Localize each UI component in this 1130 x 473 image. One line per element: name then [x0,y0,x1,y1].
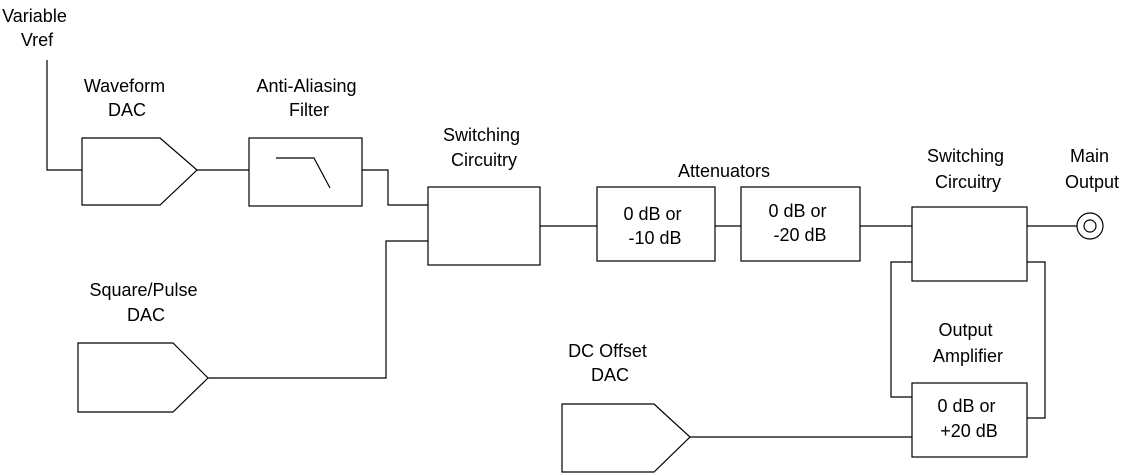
output-amplifier-label-line-2: Amplifier [933,346,1003,366]
variable-vref-label-line-1: Variable [2,6,67,26]
anti-aliasing-filter-block [248,137,363,207]
attenuator-2-block [740,186,861,262]
wire-vref-to-waveform-dac [46,60,82,171]
variable-vref-label: Variable Vref [2,6,72,50]
attenuator-1-label-line-1: 0 dB or [623,204,681,224]
wire-switching-2-to-amplifier-input [890,261,912,398]
output-amplifier-gain-label: 0 dB or +20 dB [937,396,1000,441]
switching-circuitry-1-block [427,186,541,266]
anti-aliasing-filter-label: Anti-Aliasing Filter [256,76,361,120]
dc-offset-dac-symbol [561,403,691,473]
main-output-label: Main Output [1065,146,1119,192]
square-pulse-dac-label-line-2: DAC [127,305,165,325]
attenuator-2-label: 0 dB or -20 dB [768,201,831,245]
dc-offset-dac-label-line-1: DC Offset [568,341,647,361]
wire-square-dac-to-switching-1 [208,240,428,379]
attenuators-title: Attenuators [678,161,770,181]
attenuator-1-label: 0 dB or -10 dB [623,204,686,248]
lowpass-filter-icon [276,157,331,189]
output-amplifier-gain-label-line-1: 0 dB or [937,396,995,416]
wire-amplifier-output-to-switching-2 [1027,261,1046,419]
switching-circuitry-2-label-line-1: Switching [927,146,1004,166]
output-amplifier-label: Output Amplifier [933,320,1003,366]
output-amplifier-gain-label-line-2: +20 dB [940,421,998,441]
waveform-dac-label-line-1: Waveform [84,76,165,96]
square-pulse-dac-label: Square/Pulse DAC [89,280,202,325]
switching-circuitry-2-block [911,206,1028,282]
main-output-label-line-2: Output [1065,172,1119,192]
anti-aliasing-filter-label-line-2: Filter [289,100,329,120]
anti-aliasing-filter-label-line-1: Anti-Aliasing [256,76,356,96]
switching-circuitry-1-label: Switching Circuitry [443,125,525,170]
switching-circuitry-2-label: Switching Circuitry [927,146,1009,192]
square-pulse-dac-label-line-1: Square/Pulse [89,280,197,300]
output-amplifier-label-line-1: Output [938,320,992,340]
attenuator-1-block [596,186,716,262]
switching-circuitry-1-label-line-1: Switching [443,125,520,145]
switching-circuitry-1-label-line-2: Circuitry [451,150,517,170]
dc-offset-dac-label: DC Offset DAC [568,341,652,385]
attenuator-2-label-line-2: -20 dB [773,225,826,245]
switching-circuitry-2-label-line-2: Circuitry [935,172,1001,192]
output-amplifier-block [911,382,1028,458]
variable-vref-label-line-2: Vref [21,30,54,50]
attenuator-2-label-line-1: 0 dB or [768,201,826,221]
main-output-label-line-1: Main [1070,146,1109,166]
waveform-dac-label: Waveform DAC [84,76,170,120]
waveform-dac-label-line-2: DAC [108,100,146,120]
main-output-jack-center-icon [1083,219,1097,233]
attenuator-1-label-line-2: -10 dB [628,228,681,248]
wire-filter-to-switching-1 [362,169,428,206]
square-pulse-dac-symbol [77,342,209,413]
waveform-dac-symbol [81,137,198,206]
dc-offset-dac-label-line-2: DAC [591,365,629,385]
